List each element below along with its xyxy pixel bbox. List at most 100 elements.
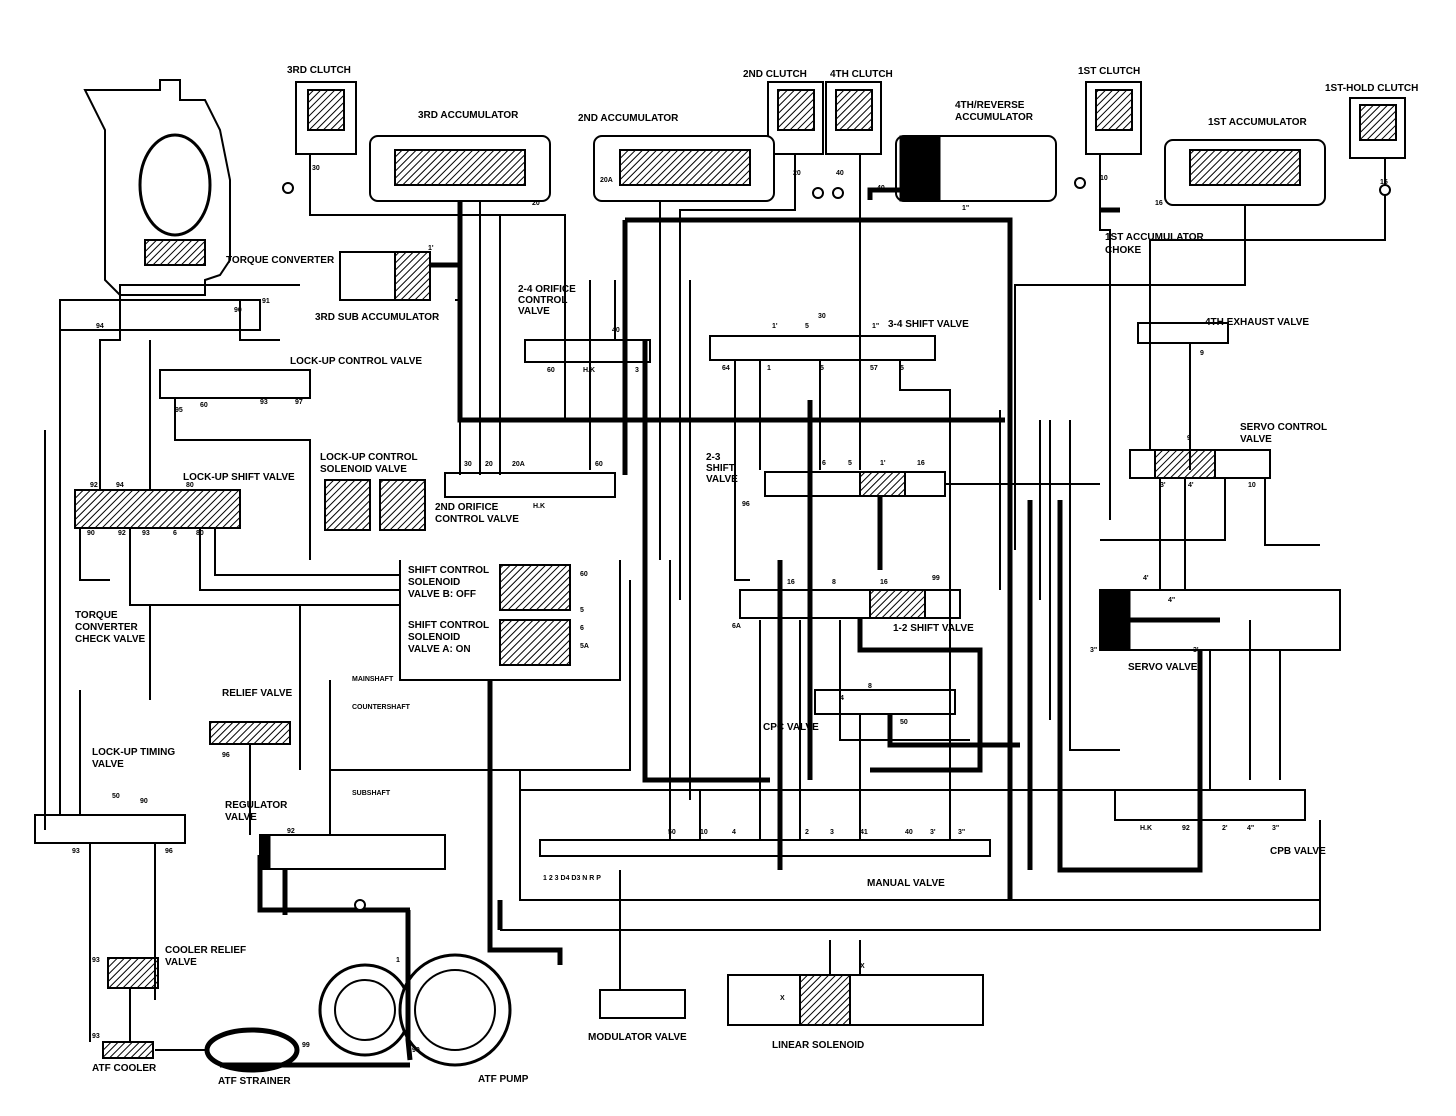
label-shift-solenoid-b-1: SHIFT CONTROL <box>408 565 489 576</box>
label-atf-strainer: ATF STRAINER <box>218 1076 291 1087</box>
port-label: 96 <box>165 848 173 855</box>
atf-pump-right-gear <box>398 953 512 1067</box>
port-label: 5 <box>820 365 824 372</box>
shift-solenoid-b-shape <box>499 564 571 611</box>
label-third-sub-accumulator: 3RD SUB ACCUMULATOR <box>315 312 440 323</box>
shift-valve-23-shape <box>764 471 946 497</box>
gauge-icon <box>354 899 366 911</box>
port-label: 4" <box>1168 597 1175 604</box>
port-label: 99 <box>412 1047 420 1054</box>
port-label: 92 <box>90 482 98 489</box>
port-label: 20A <box>512 461 525 468</box>
label-fourth-clutch: 4TH CLUTCH <box>830 69 893 80</box>
label-orifice-24-2: CONTROL <box>518 295 567 306</box>
lockup-control-solenoid-b <box>379 479 426 531</box>
port-label: 60 <box>200 402 208 409</box>
label-second-orifice-1: 2ND ORIFICE <box>435 502 499 513</box>
pressure-gauges <box>282 177 1391 911</box>
torque-converter-hub <box>144 239 206 266</box>
label-subshaft: SUBSHAFT <box>352 790 391 797</box>
label-second-clutch: 2ND CLUTCH <box>743 69 807 80</box>
port-label: 30 <box>818 313 826 320</box>
label-shift-solenoid-a-2: SOLENOID <box>408 632 460 643</box>
torque-converter-shaft <box>59 299 261 331</box>
port-label: 1" <box>962 205 969 212</box>
label-second-accumulator: 2ND ACCUMULATOR <box>578 113 679 124</box>
port-label: 50 <box>900 719 908 726</box>
port-label: 96 <box>222 752 230 759</box>
gauge-icon <box>832 187 844 199</box>
label-servo-control-1: SERVO CONTROL <box>1240 422 1327 433</box>
port-label: 20 <box>793 170 801 177</box>
lockup-control-valve-shape <box>159 369 311 399</box>
label-modulator-valve: MODULATOR VALVE <box>588 1032 687 1043</box>
port-label: 5 <box>580 607 584 614</box>
hydraulic-lines <box>44 155 1386 1051</box>
port-label: 30 <box>464 461 472 468</box>
label-lockup-shift-valve: LOCK-UP SHIFT VALVE <box>183 472 295 483</box>
fourth-exhaust-valve-shape <box>1137 322 1229 344</box>
label-shift-valve-12: 1-2 SHIFT VALVE <box>893 623 974 634</box>
label-regulator-1: REGULATOR <box>225 800 288 811</box>
label-regulator-2: VALVE <box>225 812 257 823</box>
orifice-24-valve-shape <box>524 339 651 363</box>
label-second-orifice-2: CONTROL VALVE <box>435 514 519 525</box>
label-third-accumulator: 3RD ACCUMULATOR <box>418 110 519 121</box>
port-label: 50 <box>112 793 120 800</box>
port-label: 3" <box>1272 825 1279 832</box>
port-label: 90 <box>87 530 95 537</box>
torque-converter-impeller <box>138 133 212 237</box>
cpb-valve-shape <box>1114 789 1306 821</box>
label-lockup-timing-2: VALVE <box>92 759 124 770</box>
port-labels: 30 20 20A 20 40 40 10 16 15 1' 1" 90 91 … <box>72 165 1388 1054</box>
cooler-relief-valve-shape <box>107 957 159 989</box>
label-shift-valve-34: 3-4 SHIFT VALVE <box>888 319 969 330</box>
port-label: 93 <box>142 530 150 537</box>
label-gear-positions: 1 2 3 D4 D3 N R P <box>543 875 601 882</box>
lockup-shift-valve-shape <box>74 489 241 529</box>
cpc-valve-shape <box>814 689 956 715</box>
port-label: 6 <box>580 625 584 632</box>
port-label: 3 <box>830 829 834 836</box>
gauge-icon <box>1074 177 1086 189</box>
label-servo-control-2: VALVE <box>1240 434 1272 445</box>
port-label: 5 <box>805 323 809 330</box>
label-shift-solenoid-a-3: VALVE A: ON <box>408 644 471 655</box>
port-label: 1' <box>880 460 886 467</box>
port-label: 92 <box>118 530 126 537</box>
gauge-icon <box>1379 184 1391 196</box>
port-label: X <box>780 995 785 1002</box>
atf-pump-left-gear <box>318 963 412 1057</box>
port-label: 6 <box>822 460 826 467</box>
port-label: 4' <box>1188 482 1194 489</box>
port-label: 3' <box>1160 482 1166 489</box>
port-label: 10 <box>700 829 708 836</box>
atf-cooler-shape <box>102 1041 154 1059</box>
label-mainshaft: MAINSHAFT <box>352 676 394 683</box>
manual-valve-shape <box>539 839 991 857</box>
port-label: 50 <box>668 829 676 836</box>
label-tc-check-3: CHECK VALVE <box>75 634 146 645</box>
port-label: 1 <box>396 957 400 964</box>
port-label: 40 <box>877 185 885 192</box>
port-label: 99 <box>302 1042 310 1049</box>
label-first-hold-clutch: 1ST-HOLD CLUTCH <box>1325 83 1418 94</box>
label-lockup-control-valve: LOCK-UP CONTROL VALVE <box>290 356 422 367</box>
port-label: 93 <box>260 399 268 406</box>
port-label: 9 <box>1187 435 1191 442</box>
port-label: 91 <box>262 298 270 305</box>
port-label: 94 <box>116 482 124 489</box>
label-shift-valve-23-2: SHIFT <box>706 463 735 474</box>
port-label: 3' <box>1193 647 1199 654</box>
port-label: 1" <box>872 323 879 330</box>
port-label: 90 <box>140 798 148 805</box>
label-third-clutch: 3RD CLUTCH <box>287 65 351 76</box>
label-relief-valve: RELIEF VALVE <box>222 688 293 699</box>
linear-solenoid-shape <box>727 974 984 1026</box>
port-label: 64 <box>722 365 730 372</box>
port-label: 4" <box>1247 825 1254 832</box>
port-label: 6 <box>173 530 177 537</box>
port-label: 8 <box>832 579 836 586</box>
port-label: 60 <box>547 367 555 374</box>
